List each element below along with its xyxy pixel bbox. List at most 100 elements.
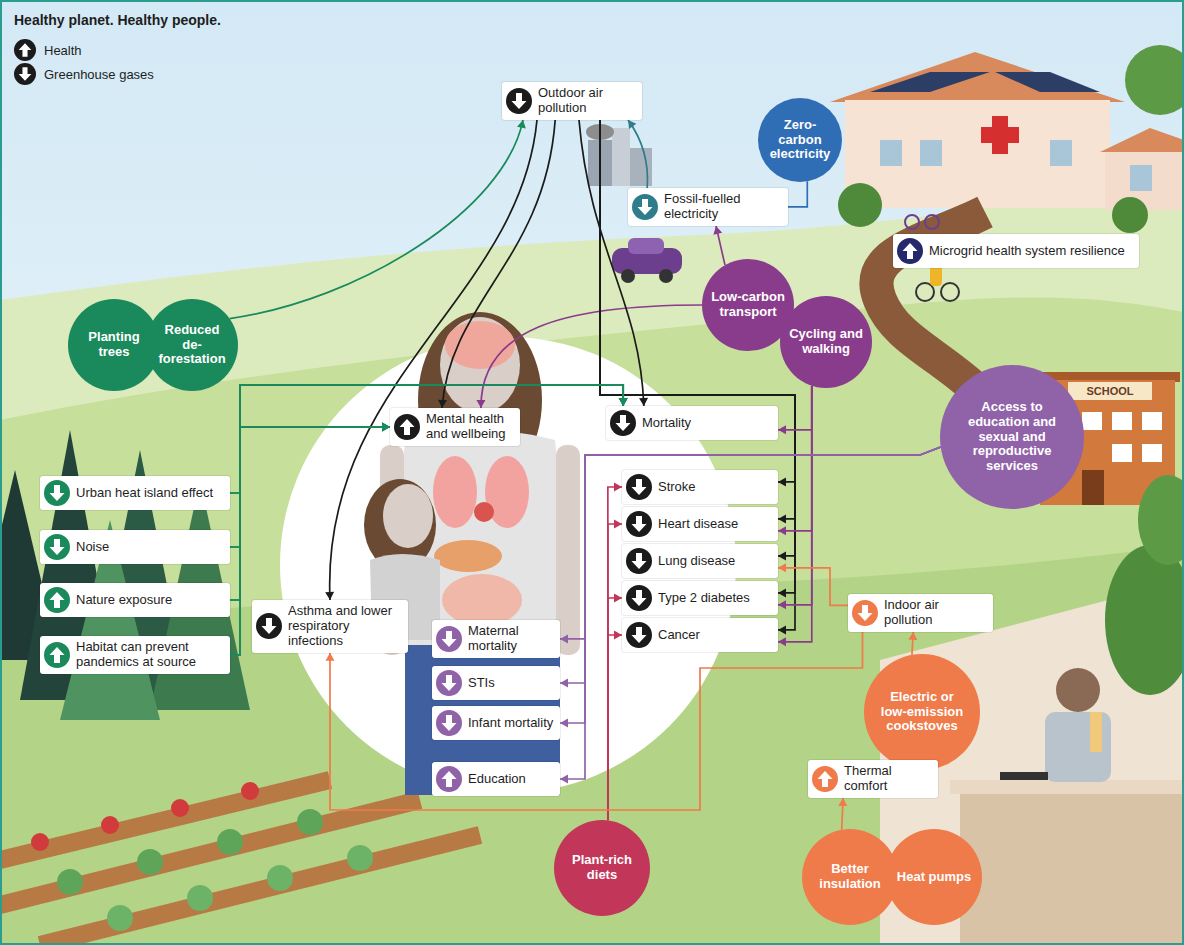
connector bbox=[608, 631, 622, 821]
illustration-part bbox=[905, 215, 919, 229]
effect-box: Lung disease bbox=[622, 544, 778, 578]
effect-box: Maternal mortality bbox=[432, 620, 560, 658]
solution-circle: Heat pumps bbox=[886, 829, 982, 925]
arrow-head bbox=[326, 653, 335, 661]
circle-fill bbox=[780, 296, 872, 388]
illustration-part bbox=[628, 238, 664, 254]
node-text: Infant mortality bbox=[468, 716, 554, 731]
effect-box: Thermal comfort bbox=[808, 760, 938, 798]
connector bbox=[908, 632, 917, 655]
connector bbox=[713, 226, 725, 265]
far-hill bbox=[0, 160, 1184, 945]
arrow-head bbox=[838, 798, 847, 806]
icon-disc bbox=[44, 642, 70, 668]
down-arrow bbox=[632, 627, 647, 643]
arrow-head bbox=[382, 422, 390, 431]
circle-text: Zero-carbon electricity bbox=[767, 118, 834, 163]
circle-fill bbox=[864, 654, 980, 770]
box-text: Type 2 diabetes bbox=[658, 591, 772, 606]
connector-line bbox=[778, 386, 812, 605]
icon-disc bbox=[256, 613, 282, 639]
effect-box: Fossil-fuelled electricity bbox=[628, 188, 788, 226]
illustration-part bbox=[1105, 150, 1184, 210]
forest bbox=[0, 430, 250, 720]
down-arrow bbox=[632, 479, 647, 495]
illustration-part bbox=[1142, 444, 1162, 462]
node-text: Microgrid health system resilience bbox=[929, 244, 1133, 259]
effect-box: Urban heat island effect bbox=[40, 476, 230, 510]
connector-line bbox=[230, 385, 623, 600]
arrow-icon bbox=[626, 585, 652, 611]
up-arrow bbox=[442, 771, 457, 787]
node-text: Habitat can prevent pandemics at source bbox=[76, 640, 224, 670]
arrow-head bbox=[619, 398, 628, 406]
mid-hill bbox=[0, 297, 1184, 945]
arrow-icon bbox=[626, 474, 652, 500]
effect-box: Infant mortality bbox=[432, 706, 560, 740]
node-text: Urban heat island effect bbox=[76, 486, 224, 501]
effect-box: Mortality bbox=[606, 406, 778, 440]
up-arrow bbox=[818, 771, 833, 787]
down-arrow bbox=[19, 67, 32, 81]
down-arrow bbox=[262, 618, 277, 634]
connector bbox=[778, 386, 812, 610]
arrow-icon bbox=[14, 39, 36, 61]
icon-disc bbox=[44, 587, 70, 613]
circle-text: Better insulation bbox=[812, 862, 889, 892]
illustration-part bbox=[1082, 412, 1102, 430]
node-text: Lung disease bbox=[658, 554, 772, 569]
icon-disc bbox=[812, 766, 838, 792]
illustration-part bbox=[440, 317, 520, 413]
illustration-part bbox=[1142, 412, 1162, 430]
illustration-part bbox=[474, 502, 494, 522]
arrow-icon bbox=[394, 414, 420, 440]
node-text: Reduced de-forestation bbox=[155, 323, 229, 368]
illustration-part bbox=[621, 269, 635, 283]
connector bbox=[608, 520, 622, 821]
node-text: Nature exposure bbox=[76, 593, 224, 608]
effect-box: Heart disease bbox=[622, 507, 778, 541]
illustration-part bbox=[1105, 545, 1184, 695]
arrow-head bbox=[619, 398, 628, 406]
icon-disc bbox=[14, 63, 36, 85]
node-text: Outdoor air pollution bbox=[538, 86, 636, 116]
arrow-head bbox=[560, 775, 568, 784]
connector-line bbox=[628, 120, 648, 188]
arrow-head bbox=[778, 588, 786, 597]
box-text: Noise bbox=[76, 540, 224, 555]
effect-box: Cancer bbox=[622, 618, 778, 652]
box-text: STIs bbox=[468, 676, 554, 691]
circle-fill bbox=[886, 829, 982, 925]
illustration-part bbox=[1112, 197, 1148, 233]
node-text: Noise bbox=[76, 540, 224, 555]
effect-box: Education bbox=[432, 762, 560, 796]
illustration-part bbox=[171, 799, 189, 817]
illustration-part bbox=[1068, 382, 1152, 400]
arrow-icon bbox=[506, 88, 532, 114]
icon-disc bbox=[436, 766, 462, 792]
connector bbox=[600, 120, 795, 635]
node-text: Planting trees bbox=[77, 330, 151, 360]
node-text: Mortality bbox=[642, 416, 772, 431]
circle-text: Low-carbon transport bbox=[711, 290, 785, 320]
connector-line bbox=[330, 120, 537, 600]
connector-line bbox=[778, 386, 812, 531]
box-text: Habitat can prevent pandemics at source bbox=[76, 640, 224, 670]
box-text: Infant mortality bbox=[468, 716, 554, 731]
electric-car bbox=[612, 238, 682, 283]
down-arrow bbox=[632, 553, 647, 569]
connector-line bbox=[600, 120, 795, 556]
connector bbox=[778, 386, 812, 536]
illustration-part bbox=[57, 869, 83, 895]
arrow-head bbox=[560, 679, 568, 688]
illustration-part bbox=[925, 215, 939, 229]
circle-text: Heat pumps bbox=[896, 870, 973, 885]
connector-line bbox=[778, 386, 812, 430]
box-text: Outdoor air pollution bbox=[538, 86, 636, 116]
icon-disc bbox=[44, 534, 70, 560]
connector-line bbox=[608, 487, 622, 820]
arrow-head bbox=[325, 592, 334, 600]
connector-line bbox=[230, 385, 623, 547]
connector-line bbox=[230, 427, 390, 547]
